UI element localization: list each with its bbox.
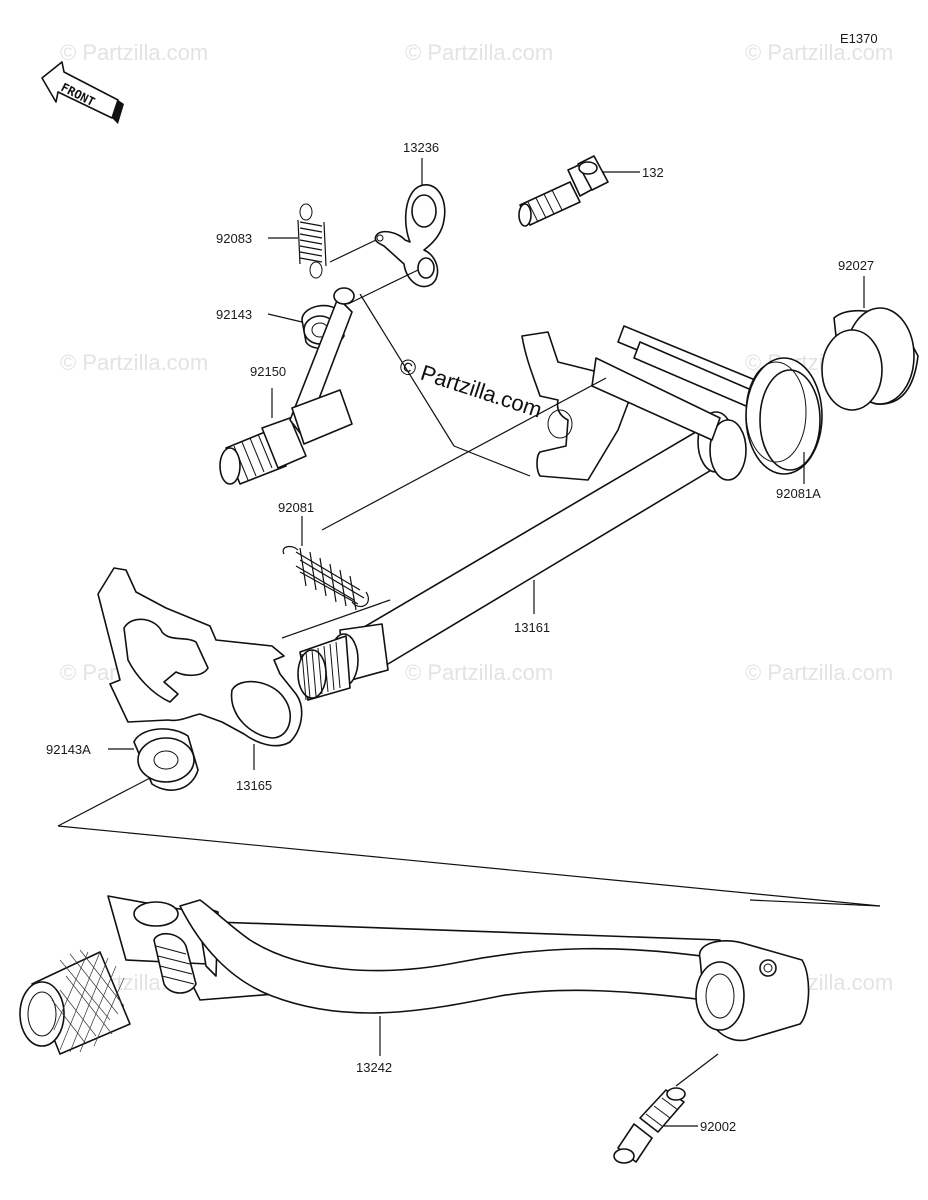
label-13165: 13165: [236, 778, 272, 793]
pedal-13242: [19, 895, 810, 1055]
shaft-13161: [297, 411, 747, 701]
bolt-92002: [613, 1087, 686, 1164]
bushing-92027: [821, 307, 919, 411]
watermark-text: © Partzilla.com: [405, 40, 553, 65]
bracket-13236: [374, 184, 446, 288]
plate-13165: [97, 567, 303, 747]
label-92150: 92150: [250, 364, 286, 379]
label-92081A: 92081A: [776, 486, 821, 501]
label-92143: 92143: [216, 307, 252, 322]
watermark-text: © Partzilla.com: [405, 660, 553, 685]
shift-arm-assembly: [521, 325, 771, 481]
label-132: 132: [642, 165, 664, 180]
watermark-text: © Partzilla.com: [745, 40, 893, 65]
front-arrow-icon: FRONT: [41, 61, 124, 124]
label-92002: 92002: [700, 1119, 736, 1134]
spring-92083: [297, 203, 327, 279]
spring-92081: [282, 545, 369, 611]
diagram-code: E1370: [840, 31, 878, 46]
stud-92150: [219, 287, 355, 485]
label-92143A: 92143A: [46, 742, 91, 757]
label-92081: 92081: [278, 500, 314, 515]
label-13236: 13236: [403, 140, 439, 155]
spring-92081A: [745, 357, 823, 475]
bolt-132: [518, 155, 609, 227]
watermark-main: © Partzilla.com: [396, 353, 545, 423]
watermark-text: © Partzilla.com: [60, 40, 208, 65]
label-13242: 13242: [356, 1060, 392, 1075]
label-92083: 92083: [216, 231, 252, 246]
washer-92143A: [133, 728, 199, 791]
label-13161: 13161: [514, 620, 550, 635]
watermark-text: © Partzilla.com: [60, 350, 208, 375]
label-92027: 92027: [838, 258, 874, 273]
watermark-layer: © Partzilla.com © Partzilla.com © Partzi…: [60, 40, 893, 995]
watermark-text: © Partzilla.com: [745, 660, 893, 685]
